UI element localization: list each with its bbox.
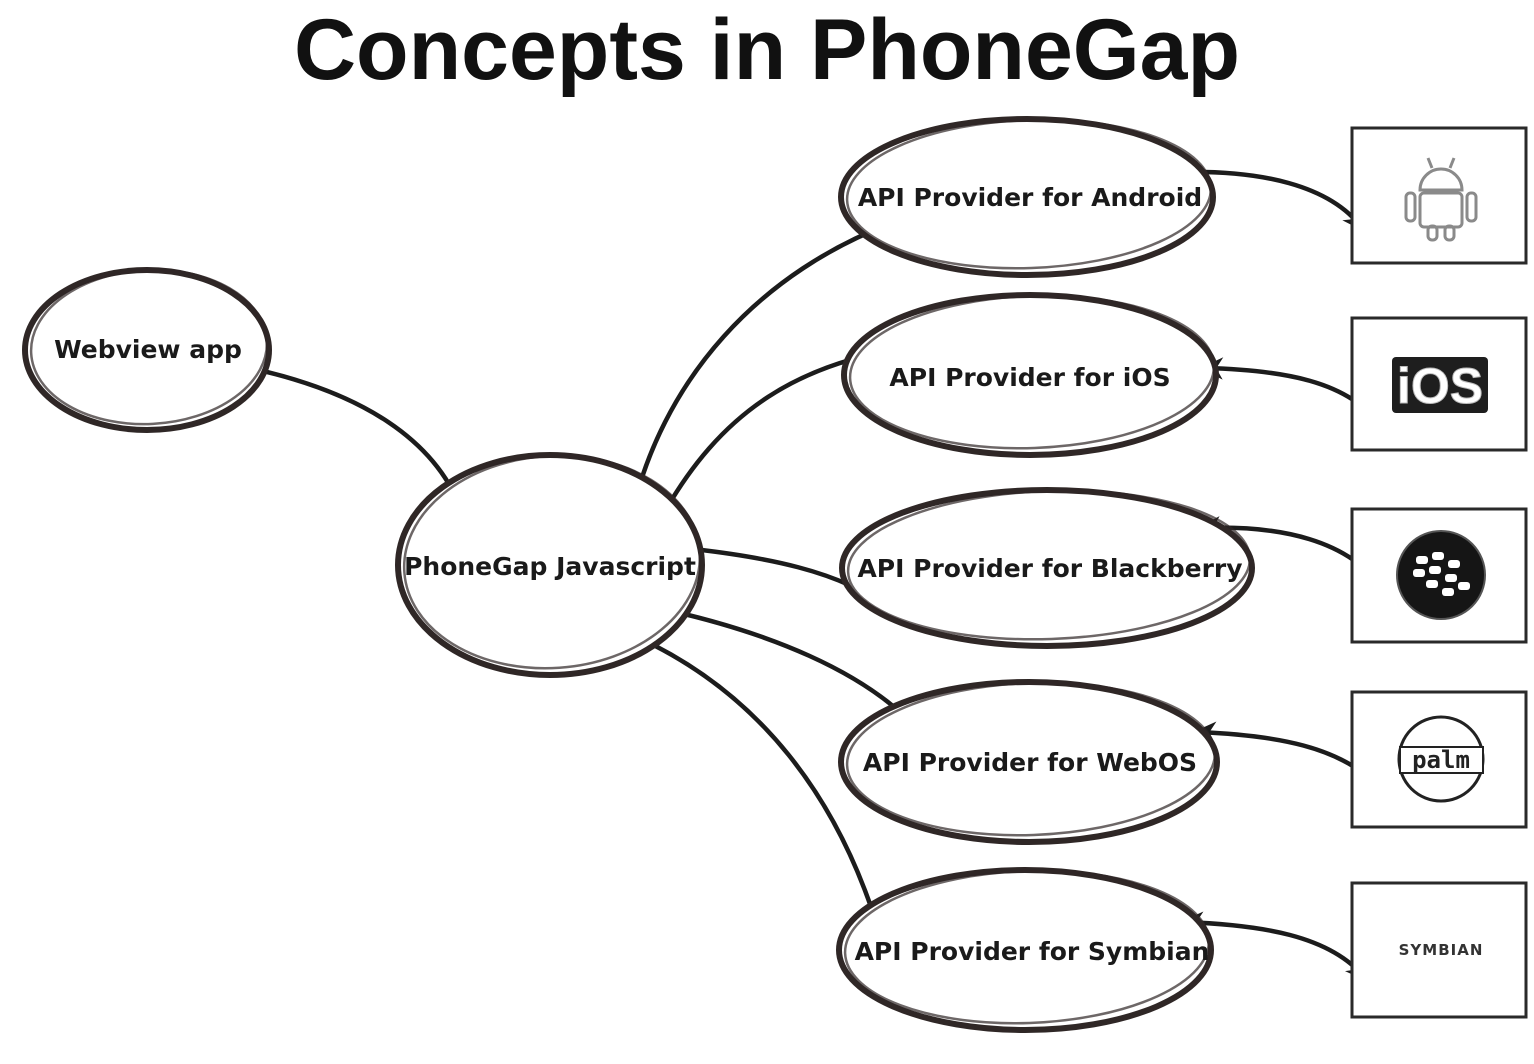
node-api-android: API Provider for Android — [838, 116, 1216, 278]
ios-logo-box: iOS — [1350, 316, 1528, 452]
node-webview-app: Webview app — [22, 267, 272, 433]
node-label-android: API Provider for Android — [858, 183, 1202, 212]
blackberry-logo-box — [1350, 507, 1528, 644]
blackberry-logo — [1396, 530, 1486, 620]
node-api-symbian: API Provider for Symbian — [836, 867, 1214, 1033]
webos-logo-box: palm — [1350, 690, 1528, 829]
node-label-ios: API Provider for iOS — [889, 363, 1170, 392]
node-phonegap-javascript: PhoneGap Javascript — [395, 452, 705, 678]
android-robot-icon — [1404, 157, 1478, 242]
node-label-phonegap: PhoneGap Javascript — [404, 552, 696, 581]
palm-logo-text: palm — [1412, 746, 1470, 774]
node-label-blackberry: API Provider for Blackberry — [857, 554, 1242, 583]
symbian-logo-box: SYMBIAN — [1350, 881, 1528, 1019]
palm-logo: palm — [1397, 715, 1485, 803]
node-label-webview: Webview app — [54, 335, 242, 364]
page-title: Concepts in PhoneGap — [293, 2, 1241, 98]
android-logo-box — [1350, 126, 1528, 265]
ios-logo: iOS — [1392, 357, 1488, 415]
arrow-phonegap-symbian — [623, 629, 886, 940]
node-api-webos: API Provider for WebOS — [838, 679, 1220, 845]
symbian-logo: SYMBIAN — [1399, 941, 1484, 959]
ios-logo-text: iOS — [1397, 358, 1483, 414]
node-api-blackberry: API Provider for Blackberry — [839, 487, 1255, 649]
node-label-symbian: API Provider for Symbian — [855, 937, 1210, 966]
node-api-ios: API Provider for iOS — [841, 292, 1219, 458]
arrow-android-logo — [1175, 160, 1365, 232]
node-label-webos: API Provider for WebOS — [863, 748, 1197, 777]
